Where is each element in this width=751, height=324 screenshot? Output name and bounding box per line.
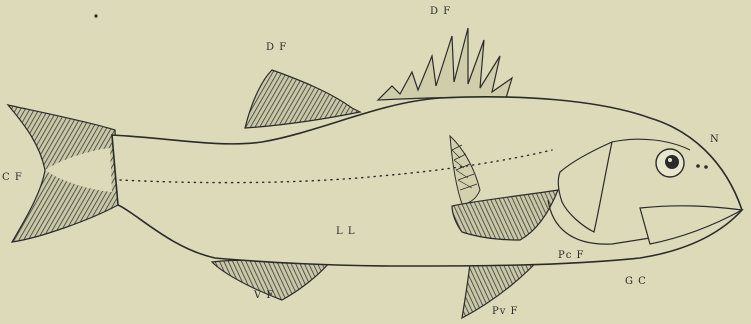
nostril-dot	[696, 164, 700, 168]
label-nostril: N	[710, 134, 720, 145]
label-lateral-line: L L	[336, 226, 355, 237]
eye-pupil	[665, 155, 679, 169]
fish-body	[112, 97, 742, 266]
stray-dot	[94, 14, 97, 17]
label-gill-cover: G C	[625, 276, 647, 287]
spiny-dorsal-fin	[378, 28, 512, 100]
nostril-dot	[704, 165, 708, 169]
label-dorsal-fin-spiny: D F	[430, 6, 451, 17]
label-pelvic-fin: Pv F	[492, 306, 519, 317]
label-caudal-fin: C F	[2, 172, 23, 183]
label-ventral-fin: V F	[254, 290, 274, 301]
label-dorsal-fin-soft: D F	[266, 42, 287, 53]
label-pectoral-fin: Pc F	[558, 250, 584, 261]
